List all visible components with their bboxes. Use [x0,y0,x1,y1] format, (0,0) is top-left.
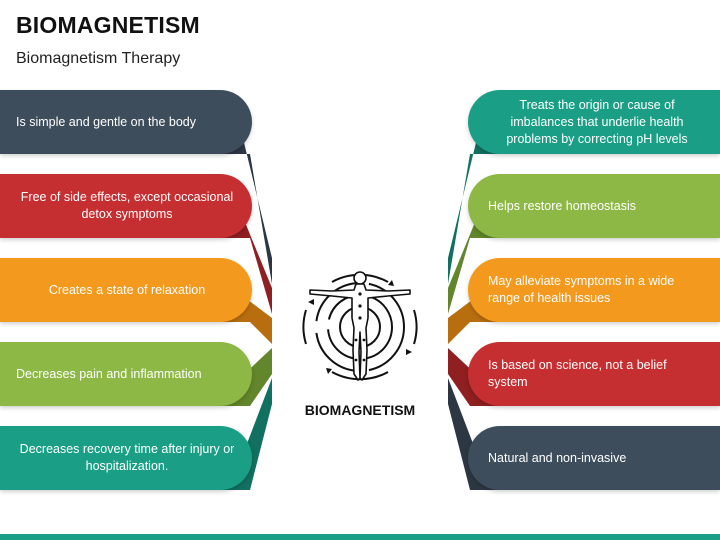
left-ribbon-2 [220,210,272,314]
left-item-4: Decreases pain and inflammation [0,342,252,406]
left-item-2-label: Free of side effects, except occasional … [20,190,234,221]
page-title: BIOMAGNETISM [16,12,200,38]
left-item-4-label: Decreases pain and inflammation [16,366,202,381]
left-item-3-label: Creates a state of relaxation [48,282,206,297]
right-item-3: May alleviate symptoms in a wide range o… [468,258,720,322]
bottom-accent-bar [0,534,720,540]
right-item-5-label: Natural and non-invasive [488,450,627,465]
left-item-1: Is simple and gentle on the body [0,90,252,154]
right-item-1-label: Treats the origin or cause of imbalances… [506,97,688,146]
left-item-5: Decreases recovery time after injury or … [0,426,252,490]
page-subtitle: Biomagnetism Therapy [16,50,181,67]
right-item-1: Treats the origin or cause of imbalances… [468,90,720,154]
human-body-magnetic-field-icon [292,262,428,397]
left-item-2: Free of side effects, except occasional … [0,174,252,238]
right-item-2-label: Helps restore homeostasis [488,198,636,213]
right-item-4-label: Is based on science, not a belief system [488,358,667,389]
right-ribbon-2 [448,210,500,314]
right-item-4: Is based on science, not a belief system [468,342,720,406]
left-item-5-label: Decreases recovery time after injury or … [19,442,235,473]
center-label: BIOMAGNETISM [304,402,416,418]
right-item-3-label: May alleviate symptoms in a wide range o… [488,274,675,305]
right-item-5: Natural and non-invasive [468,426,720,490]
left-item-1-label: Is simple and gentle on the body [16,114,196,129]
body-field-graphic [302,271,418,381]
left-item-3: Creates a state of relaxation [0,258,252,322]
right-item-2: Helps restore homeostasis [468,174,720,238]
